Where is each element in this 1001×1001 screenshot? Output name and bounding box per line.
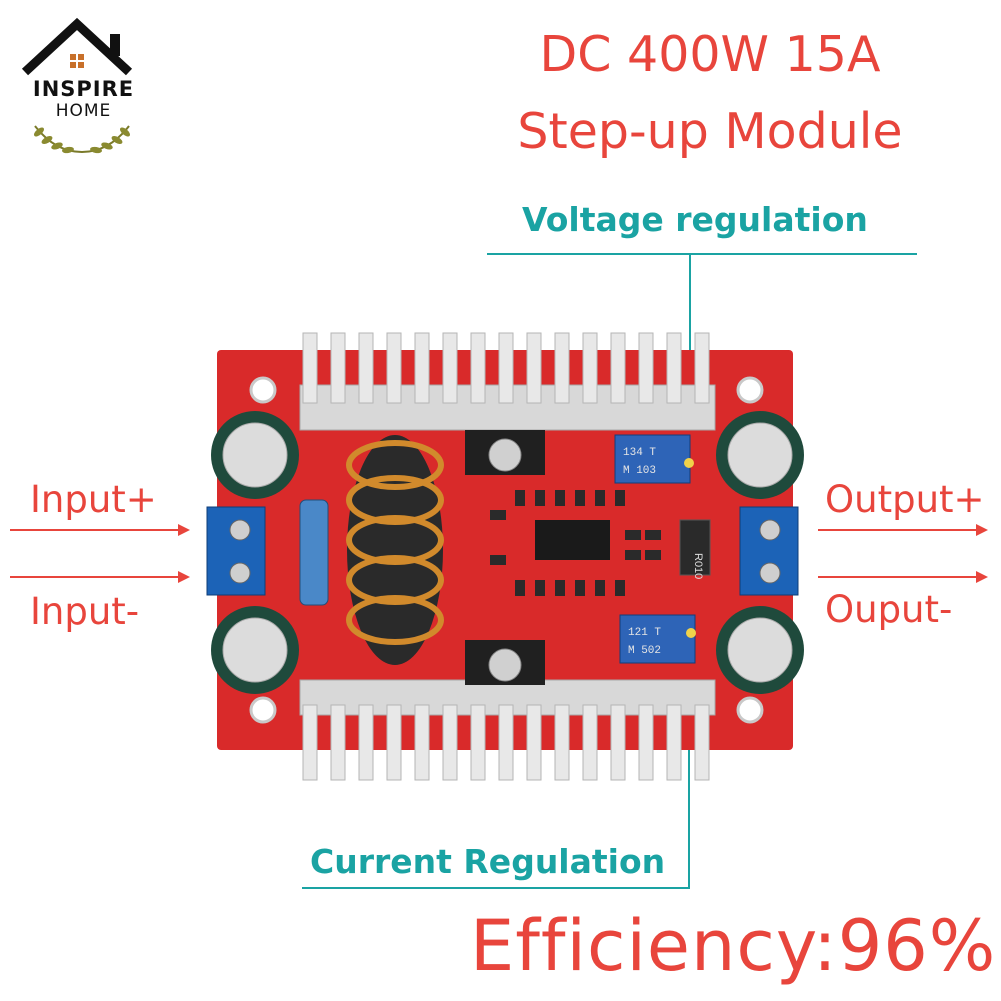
logo-word-home: HOME	[55, 101, 112, 121]
efficiency-label: Efficiency:96%	[470, 905, 997, 987]
capacitors	[211, 411, 804, 694]
svg-text:134 T: 134 T	[623, 447, 656, 459]
input-minus-label: Input-	[30, 590, 140, 633]
svg-text:121 T: 121 T	[628, 627, 661, 639]
top-heatsink	[299, 332, 716, 431]
output-minus-arrow-icon	[818, 571, 988, 583]
trimpot-current: 121 T M 502	[619, 614, 696, 664]
page-title-line2: Step-up Module	[517, 103, 903, 160]
logo-word-inspire: INSPIRE	[32, 77, 135, 101]
fuse	[299, 499, 329, 606]
trimpot-voltage: 134 T M 103	[614, 434, 694, 484]
step-up-module-image: R010 134 T M 103 121 T M 502	[206, 332, 804, 781]
svg-text:M 502: M 502	[628, 645, 661, 657]
shunt-resistor	[679, 519, 711, 576]
input-plus-arrow-icon	[10, 524, 190, 536]
input-terminal	[206, 506, 266, 596]
laurel-icon	[34, 125, 130, 154]
output-plus-arrow-icon	[818, 524, 988, 536]
output-terminal	[739, 506, 799, 596]
shunt-resistor-label: R010	[692, 553, 704, 579]
current-underline	[302, 887, 690, 889]
controller-ic	[535, 520, 610, 560]
input-minus-arrow-icon	[10, 571, 190, 583]
output-minus-label: Ouput-	[825, 588, 953, 631]
current-pointer-line	[688, 634, 690, 888]
page-title-line1: DC 400W 15A	[539, 26, 881, 83]
input-plus-label: Input+	[30, 478, 157, 521]
bottom-heatsink	[299, 679, 716, 781]
voltage-regulation-label: Voltage regulation	[522, 200, 868, 239]
current-regulation-label: Current Regulation	[310, 842, 666, 881]
inductor-coil	[346, 435, 444, 665]
house-roof-icon	[21, 17, 133, 76]
svg-text:M 103: M 103	[623, 465, 656, 477]
voltage-underline	[487, 253, 917, 255]
brand-logo: INSPIRE HOME	[15, 10, 150, 155]
output-plus-label: Output+	[825, 478, 985, 521]
